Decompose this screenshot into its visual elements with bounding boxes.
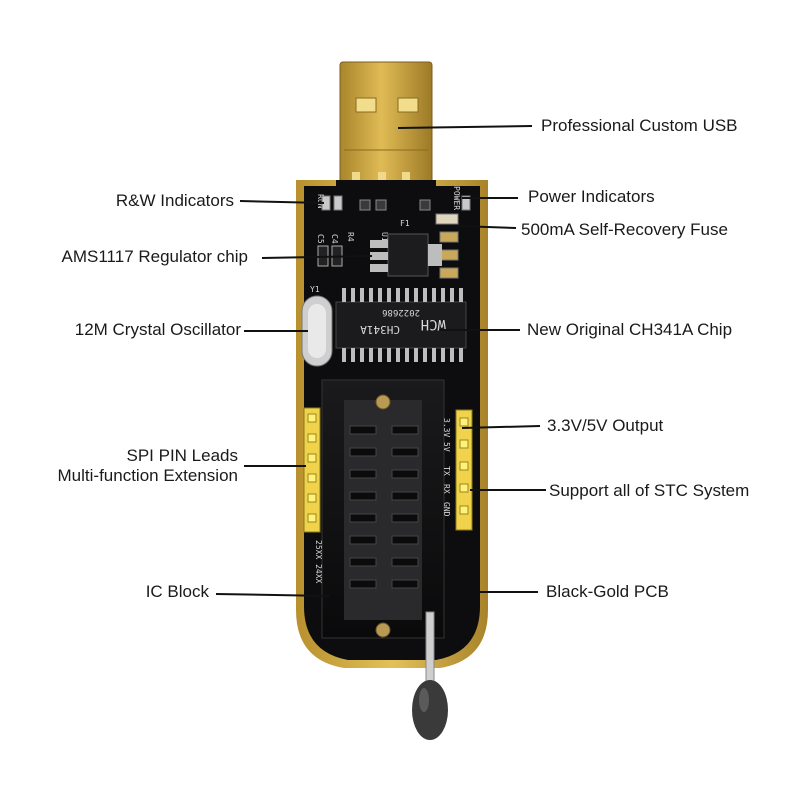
socket-contact [349,579,377,589]
silkscreen: RUN POWER U1 F1 C5 C4 R4 Y1 [310,186,461,294]
socket-contacts [349,425,419,589]
callout-output: 3.3V/5V Output [547,416,664,435]
header-pin [459,439,469,449]
header-pin [307,413,317,423]
marking-r4: R4 [346,232,355,242]
chip-pin [405,348,409,362]
chip-pin [441,348,445,362]
socket-contact [349,425,377,435]
callout-ic-block: IC Block [145,582,209,601]
socket-contact [391,491,419,501]
chip-pin [396,288,400,302]
chip-pin [414,348,418,362]
callout-spi-line2: Multi-function Extension [57,466,238,485]
chip-marking-logo: WCH [421,316,446,332]
marking-u1: U1 [380,232,389,242]
chip-pin [378,348,382,362]
socket-contact [391,425,419,435]
zif-socket [321,379,445,639]
chip-pin [396,348,400,362]
chip-pin [432,288,436,302]
socket-contact [391,513,419,523]
chip-pin [351,348,355,362]
socket-contact [349,491,377,501]
marking-power: POWER [452,186,461,210]
chip-pin [369,348,373,362]
chip-pin [387,288,391,302]
callout-ch341a: New Original CH341A Chip [527,320,733,339]
chip-pin [360,348,364,362]
pin-label-rx: RX [442,484,451,494]
callout-usb: Professional Custom USB [541,116,738,135]
callout-crystal: 12M Crystal Oscillator [74,320,241,339]
chip-pin [432,348,436,362]
pin-label-3v3: 3.3V [442,418,451,437]
socket-contact [349,447,377,457]
header-pin [307,493,317,503]
callout-regulator: AMS1117 Regulator chip [61,247,248,266]
marking-c5: C5 [316,234,325,244]
chip-marking-code: 2022686 [382,307,420,317]
chip-pin [342,348,346,362]
regulator-chip [370,233,442,277]
chip-pin [378,288,382,302]
zif-lever [412,611,448,740]
marking-c4: C4 [330,234,339,244]
socket-contact [349,535,377,545]
pin-label-tx: TX [442,466,451,476]
pin-label-gnd: GND [442,502,451,517]
marking-y1: Y1 [310,285,320,294]
callout-power-indicators: Power Indicators [528,187,655,206]
chip-pin [450,288,454,302]
socket-contact [391,579,419,589]
chip-pin [450,348,454,362]
chip-pin [414,288,418,302]
header-pin [307,513,317,523]
chip-pin [369,288,373,302]
chip-pin [423,288,427,302]
chip-pin [360,288,364,302]
callout-rw-indicators: R&W Indicators [115,191,234,210]
socket-contact [349,469,377,479]
header-pin [307,453,317,463]
chip-pin [387,348,391,362]
chip-pins [342,288,463,362]
header-pin [459,417,469,427]
socket-contact [391,535,419,545]
chip-pin [423,348,427,362]
header-left [303,407,321,533]
socket-contact [391,557,419,567]
chip-pin [441,288,445,302]
marking-f1: F1 [400,219,410,228]
socket-contact [391,447,419,457]
header-pin [459,505,469,515]
header-pin [307,473,317,483]
callout-spi-line1: SPI PIN Leads [126,446,238,465]
chip-marking-main: CH341A [360,323,400,336]
callout-pcb: Black-Gold PCB [546,582,669,601]
chip-pin [351,288,355,302]
callout-fuse: 500mA Self-Recovery Fuse [521,220,728,239]
callout-stc: Support all of STC System [549,481,750,500]
chip-pin [342,288,346,302]
header-pin [459,483,469,493]
marking-run: RUN [316,194,325,209]
chip-pin [459,288,463,302]
socket-contact [349,513,377,523]
chip-pin [405,288,409,302]
header-pin [459,461,469,471]
header-right: 3.3V 5V TX RX GND [442,409,473,531]
ch341a-chip: CH341A 2022686 WCH [335,288,467,362]
pin-label-5v: 5V [442,442,451,452]
callout-lines [215,125,546,597]
marking-socket-side: 25XX 24XX [314,540,323,584]
chip-pin [459,348,463,362]
header-pin [307,433,317,443]
socket-contact [349,557,377,567]
socket-contact [391,469,419,479]
